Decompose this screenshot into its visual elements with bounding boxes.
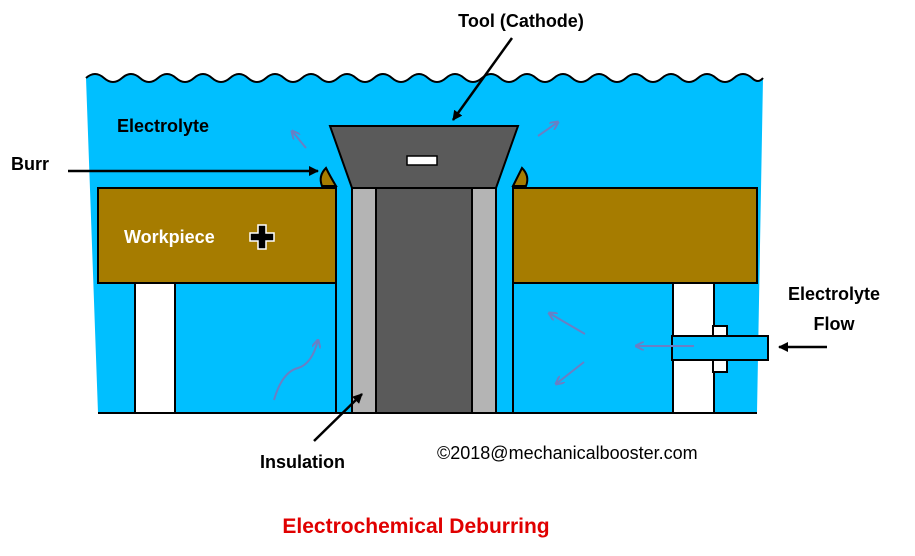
minus-sign-icon xyxy=(406,155,438,166)
flow-arrow xyxy=(273,340,318,401)
tool-callout-arrow xyxy=(451,37,514,121)
burr-label: Burr xyxy=(11,154,49,174)
insulation-right xyxy=(471,187,497,414)
burr-right xyxy=(511,166,529,187)
electrolyte-label: Electrolyte xyxy=(117,116,209,136)
tool-label: Tool (Cathode) xyxy=(458,11,584,31)
flow-arrow xyxy=(556,361,585,384)
flow-arrow xyxy=(537,122,558,137)
tool-shank xyxy=(375,187,473,414)
diagram-caption: Electrochemical Deburring xyxy=(282,515,549,538)
left-support xyxy=(134,282,176,414)
electrolyte-flow-label-line1: Electrolyte xyxy=(788,284,880,304)
flow-arrows xyxy=(273,122,694,401)
insulation-callout-arrow xyxy=(313,393,363,442)
copyright-text: ©2018@mechanicalbooster.com xyxy=(437,443,698,463)
insulation-label: Insulation xyxy=(260,452,345,472)
plus-sign-icon xyxy=(249,224,275,250)
insulation-left xyxy=(351,187,377,414)
burr-left xyxy=(319,166,338,187)
electrolyte-surface-wave xyxy=(85,73,764,83)
workpiece-right xyxy=(512,187,758,284)
flow-arrow xyxy=(292,131,307,149)
workpiece-label: Workpiece xyxy=(124,227,215,247)
electrolyte-flow-label-line2: Flow xyxy=(814,314,856,334)
electrolyte-inlet-pipe xyxy=(671,335,769,361)
callout-arrows xyxy=(68,37,827,442)
flow-arrow xyxy=(549,313,586,335)
